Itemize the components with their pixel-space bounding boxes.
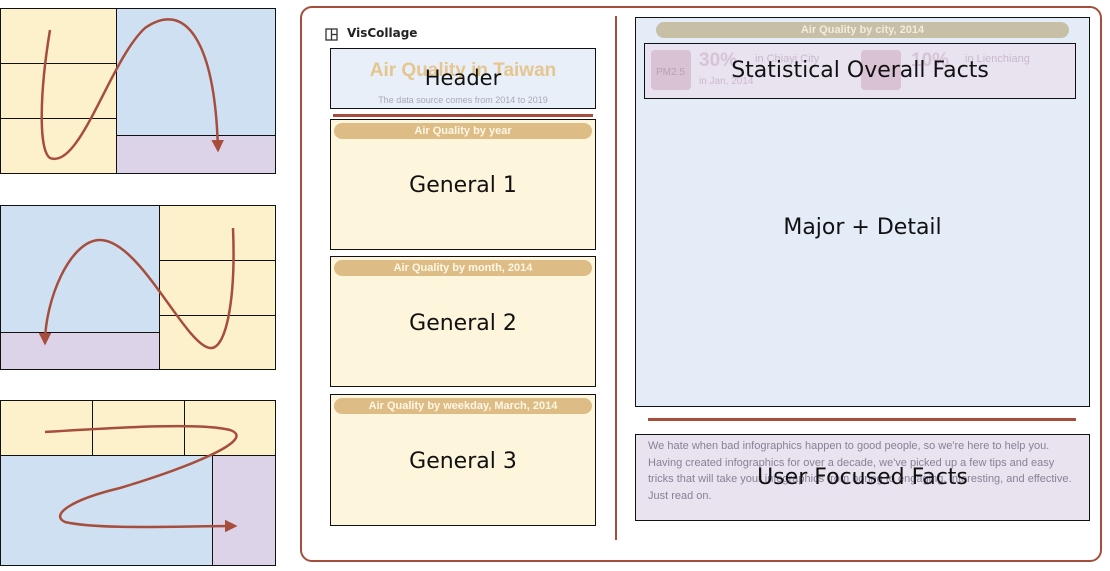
thumb2-general-cell-2 (159, 260, 276, 316)
thumb1-general-cell-2 (0, 63, 117, 119)
thumb2-general-cell-3 (159, 315, 276, 370)
major-label: Major + Detail (783, 215, 942, 240)
stats-label: Statistical Overall Facts (731, 58, 989, 83)
layout-thumbnail-3 (0, 400, 276, 566)
panel-label-3: General 3 (409, 449, 517, 474)
app-name: VisCollage (347, 26, 418, 40)
fact-1: PM2.5 30% in Chiayi City in Jan, 2014 (651, 50, 851, 92)
flow-arrow-3 (44, 424, 238, 533)
fact-2-icon (861, 50, 901, 90)
reading-flow-arrows (38, 18, 238, 533)
app-title-bar: VisCollage (325, 26, 525, 42)
panel-title-2: Air Quality by month, 2014 (334, 260, 592, 276)
thumb2-general-cell-1 (159, 205, 276, 261)
thumb2-major-cell (0, 205, 160, 333)
thumb1-detail-cell (116, 135, 276, 174)
header-subtitle: The data source comes from 2014 to 2019 (378, 95, 548, 105)
thumb3-detail-cell (212, 455, 276, 566)
fact-1-badge: PM2.5 (656, 67, 685, 78)
fact-2-place: in Lienchiang (965, 53, 1030, 65)
panel-label-1: General 1 (409, 173, 517, 198)
user-facts-label: User Focused Facts (757, 465, 968, 490)
user-facts-divider (648, 418, 1076, 421)
general-panel-1[interactable]: Air Quality by year General 1 (330, 119, 596, 250)
header-title: Air Quality in Taiwan (369, 60, 557, 81)
header-region[interactable]: Air Quality in Taiwan The data source co… (330, 48, 596, 109)
fact-2-value: 10% (911, 50, 950, 71)
user-focused-facts-panel[interactable]: We hate when bad infographics happen to … (635, 434, 1090, 521)
thumb3-major-cell (0, 455, 213, 566)
fact-1-place: in Chiayi City (755, 53, 820, 65)
panel-title-3: Air Quality by weekday, March, 2014 (334, 398, 592, 414)
thumb3-general-cell-3 (184, 400, 276, 456)
pm25-icon (651, 50, 691, 90)
layout-icon (325, 28, 338, 41)
fact-1-value: 30% (699, 50, 738, 71)
flow-arrow-2 (38, 227, 235, 350)
general-panel-3[interactable]: Air Quality by weekday, March, 2014 Gene… (330, 394, 596, 526)
general-panel-2[interactable]: Air Quality by month, 2014 General 2 (330, 256, 596, 387)
user-facts-text: We hate when bad infographics happen to … (648, 440, 1072, 502)
panel-title-1: Air Quality by year (334, 123, 592, 139)
flow-arrow-1 (40, 18, 224, 161)
header-divider (333, 114, 593, 117)
thumb1-general-cell-3 (0, 118, 117, 174)
fact-2: 10% in Lienchiang (861, 50, 1071, 92)
panel-label-2: General 2 (409, 311, 517, 336)
statistical-facts-box[interactable]: PM2.5 30% in Chiayi City in Jan, 2014 10… (644, 43, 1076, 99)
column-divider (615, 16, 617, 540)
thumb2-detail-cell (0, 332, 160, 370)
layout-thumbnail-2 (0, 205, 276, 370)
fact-1-date: in Jan, 2014 (699, 76, 754, 87)
header-label: Header (424, 66, 502, 90)
major-title: Air Quality by city, 2014 (656, 22, 1069, 38)
thumb1-general-cell-1 (0, 8, 117, 64)
